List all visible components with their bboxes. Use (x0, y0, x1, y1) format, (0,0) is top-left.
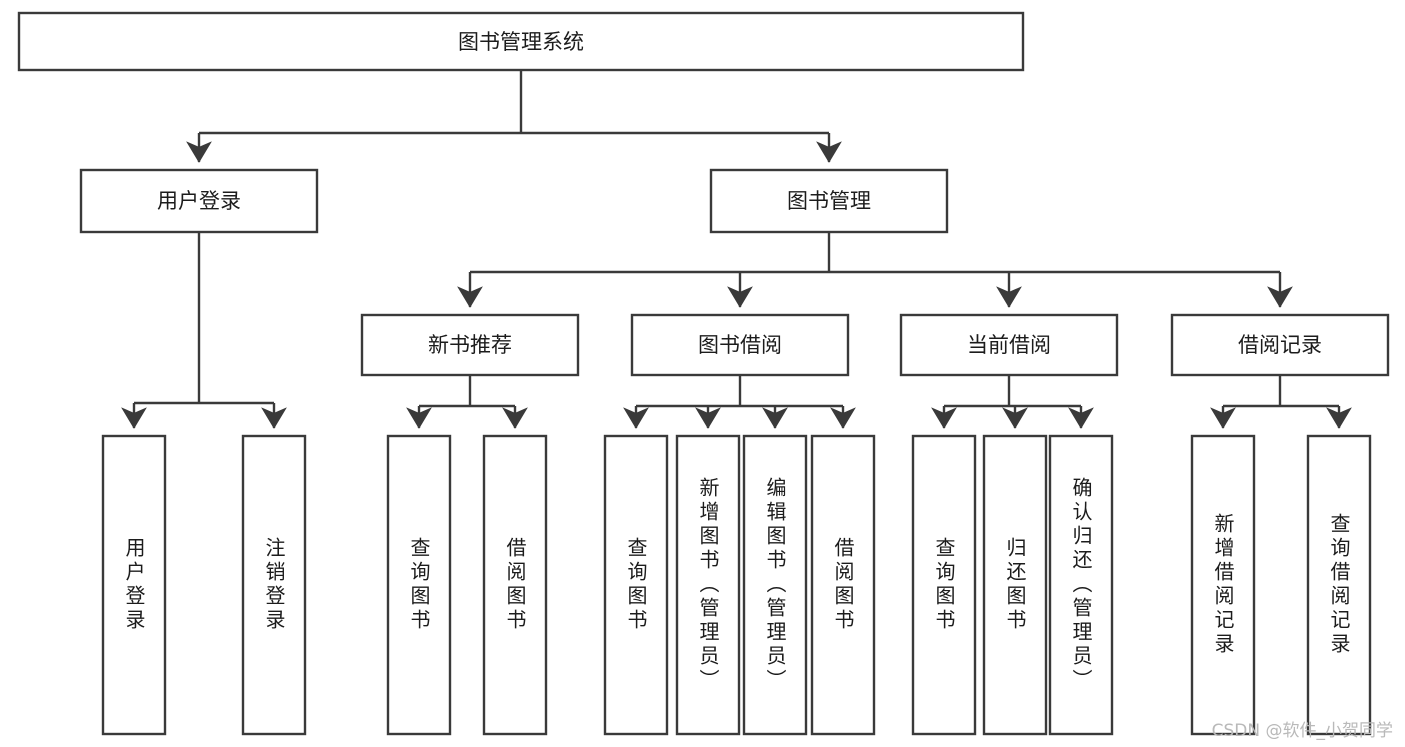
node-borrow-record[interactable]: 借阅记录 (1170, 313, 1390, 377)
connector-group-current-borrow (931, 375, 1094, 429)
node-leaf-query-record[interactable]: 查询借阅记录 (1306, 434, 1372, 736)
node-leaf-add-record-label: 新增借阅记录 (1211, 513, 1235, 657)
node-current-borrow-box[interactable] (899, 313, 1119, 377)
node-leaf-query-book-1-label: 查询图书 (407, 537, 431, 633)
node-current-borrow[interactable]: 当前借阅 (899, 313, 1119, 377)
node-user-login-label: 用户登录 (157, 189, 241, 213)
node-leaf-query-book-1-box[interactable] (386, 434, 452, 736)
node-leaf-user-login[interactable]: 用户登录 (101, 434, 167, 736)
node-leaf-add-record[interactable]: 新增借阅记录 (1190, 434, 1256, 736)
node-leaf-return-book-box[interactable] (982, 434, 1048, 736)
node-leaf-edit-book[interactable]: 编辑图书（管理员） (742, 434, 808, 736)
node-leaf-edit-book-label: 编辑图书（管理员） (763, 477, 787, 693)
node-book-borrow-label: 图书借阅 (698, 333, 782, 357)
node-leaf-query-book-1[interactable]: 查询图书 (386, 434, 452, 736)
node-leaf-add-book[interactable]: 新增图书（管理员） (675, 434, 741, 736)
node-leaf-confirm-return-box[interactable] (1048, 434, 1114, 736)
node-leaf-query-book-2-box[interactable] (603, 434, 669, 736)
node-leaf-query-book-3[interactable]: 查询图书 (911, 434, 977, 736)
connector-group-book-manage (457, 232, 1293, 308)
node-leaf-user-logout[interactable]: 注销登录 (241, 434, 307, 736)
node-leaf-query-record-box[interactable] (1306, 434, 1372, 736)
node-leaf-return-book[interactable]: 归还图书 (982, 434, 1048, 736)
node-leaf-query-record-label: 查询借阅记录 (1327, 513, 1351, 657)
node-book-manage[interactable]: 图书管理 (709, 168, 949, 234)
node-leaf-user-logout-box[interactable] (241, 434, 307, 736)
connector-group-new-book-rec (406, 375, 528, 429)
node-leaf-user-login-label: 用户登录 (122, 537, 146, 633)
connector-group-user-login (121, 232, 287, 429)
node-leaf-edit-book-box[interactable] (742, 434, 808, 736)
node-leaf-user-login-box[interactable] (101, 434, 167, 736)
node-leaf-query-book-2-label: 查询图书 (624, 537, 648, 633)
connector-group-borrow-record (1210, 375, 1352, 429)
node-leaf-query-book-3-box[interactable] (911, 434, 977, 736)
node-leaf-add-book-box[interactable] (675, 434, 741, 736)
connector-group-book-borrow (623, 375, 856, 429)
node-leaf-borrow-book-2-label: 借阅图书 (831, 537, 855, 633)
node-leaf-borrow-book-2[interactable]: 借阅图书 (810, 434, 876, 736)
node-book-manage-label: 图书管理 (787, 189, 871, 213)
node-leaf-borrow-book-1-label: 借阅图书 (503, 537, 527, 633)
node-borrow-record-box[interactable] (1170, 313, 1390, 377)
node-current-borrow-label: 当前借阅 (967, 333, 1051, 357)
connector-group-root (186, 70, 842, 163)
node-user-login[interactable]: 用户登录 (79, 168, 319, 234)
node-leaf-add-book-label: 新增图书（管理员） (696, 477, 720, 693)
node-root-box[interactable] (17, 11, 1025, 72)
node-book-borrow-box[interactable] (630, 313, 850, 377)
node-leaf-user-logout-label: 注销登录 (262, 537, 286, 633)
node-root[interactable]: 图书管理系统 (17, 11, 1025, 72)
node-leaf-borrow-book-1[interactable]: 借阅图书 (482, 434, 548, 736)
node-borrow-record-label: 借阅记录 (1238, 333, 1322, 357)
node-leaf-confirm-return[interactable]: 确认归还（管理员） (1048, 434, 1114, 736)
watermark: CSDN @软件_小贺同学 (1211, 721, 1393, 741)
node-leaf-borrow-book-1-box[interactable] (482, 434, 548, 736)
node-book-manage-box[interactable] (709, 168, 949, 234)
node-leaf-add-record-box[interactable] (1190, 434, 1256, 736)
node-user-login-box[interactable] (79, 168, 319, 234)
node-new-book-rec-label: 新书推荐 (428, 333, 512, 357)
node-root-label: 图书管理系统 (458, 30, 584, 54)
node-leaf-query-book-2[interactable]: 查询图书 (603, 434, 669, 736)
node-leaf-query-book-3-label: 查询图书 (932, 537, 956, 633)
node-leaf-borrow-book-2-box[interactable] (810, 434, 876, 736)
node-book-borrow[interactable]: 图书借阅 (630, 313, 850, 377)
node-leaf-confirm-return-label: 确认归还（管理员） (1069, 477, 1093, 693)
node-new-book-rec[interactable]: 新书推荐 (360, 313, 580, 377)
node-leaf-return-book-label: 归还图书 (1003, 537, 1027, 633)
node-new-book-rec-box[interactable] (360, 313, 580, 377)
